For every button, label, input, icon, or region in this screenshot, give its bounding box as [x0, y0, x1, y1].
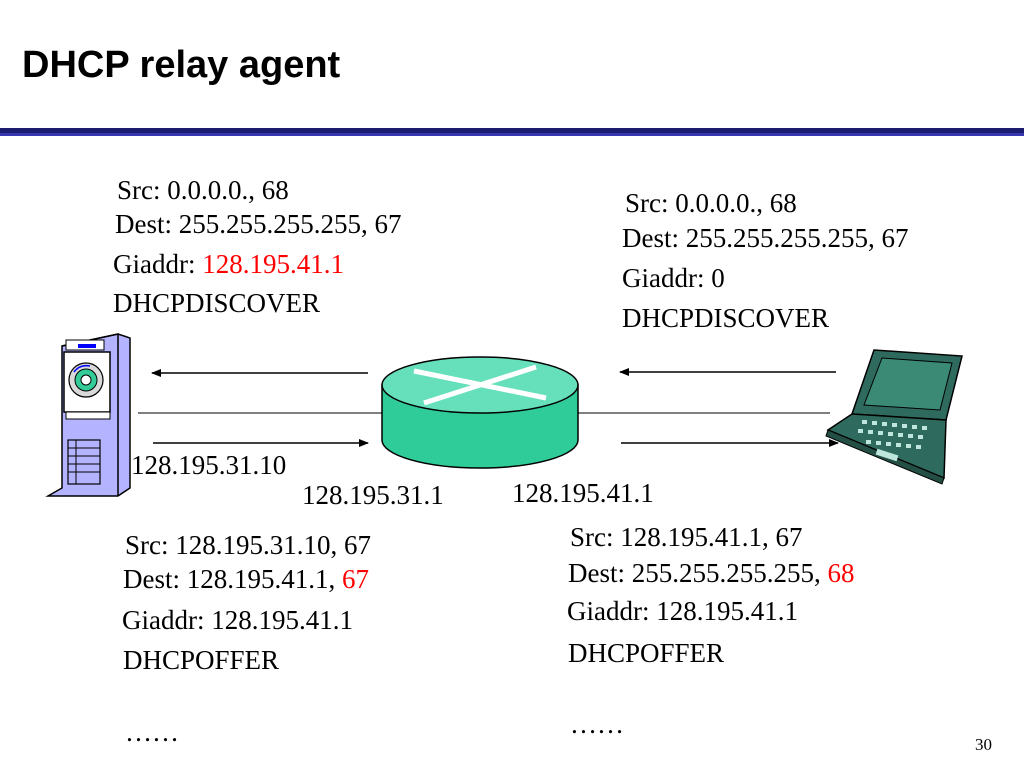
server-ip-label: 128.195.31.10 [131, 450, 287, 480]
server-offer-src: Src: 128.195.31.10, 67 [125, 530, 371, 560]
router-icon [381, 356, 579, 469]
router-left-ip-label: 128.195.31.1 [302, 480, 444, 510]
client-discover-src: Src: 0.0.0.0., 68 [625, 188, 797, 218]
relayed-discover-dest: Dest: 255.255.255.255, 67 [115, 209, 402, 239]
router-right-ip-label: 128.195.41.1 [512, 478, 654, 508]
relayed-offer-src: Src: 128.195.41.1, 67 [570, 522, 803, 552]
title-divider [0, 128, 1024, 136]
slide-title: DHCP relay agent [22, 44, 341, 86]
server-offer-type: DHCPOFFER [123, 645, 280, 675]
relayed-offer-dest: Dest: 255.255.255.255, 68 [568, 558, 855, 588]
relayed-discover-giaddr: Giaddr: 128.195.41.1 [113, 249, 344, 279]
client-discover-giaddr: Giaddr: 0 [622, 263, 725, 293]
server-offer-ellipsis: …… [125, 717, 179, 747]
relayed-offer-type: DHCPOFFER [568, 638, 725, 668]
page-number: 30 [975, 735, 992, 754]
laptop-icon [825, 349, 963, 485]
dest-port-highlight: 68 [827, 558, 855, 588]
relayed-discover-src: Src: 0.0.0.0., 68 [117, 175, 289, 205]
server-offer-giaddr: Giaddr: 128.195.41.1 [122, 605, 353, 635]
relayed-offer-ellipsis: …… [570, 709, 624, 739]
server-offer-dest: Dest: 128.195.41.1, 67 [123, 564, 369, 594]
relayed-discover-type: DHCPDISCOVER [113, 288, 321, 318]
giaddr-highlight: 128.195.41.1 [202, 249, 344, 279]
client-discover-type: DHCPDISCOVER [622, 303, 830, 333]
relayed-offer-giaddr: Giaddr: 128.195.41.1 [567, 596, 798, 626]
client-discover-dest: Dest: 255.255.255.255, 67 [622, 223, 909, 253]
dest-port-highlight: 67 [342, 564, 369, 594]
server-icon [45, 333, 131, 497]
